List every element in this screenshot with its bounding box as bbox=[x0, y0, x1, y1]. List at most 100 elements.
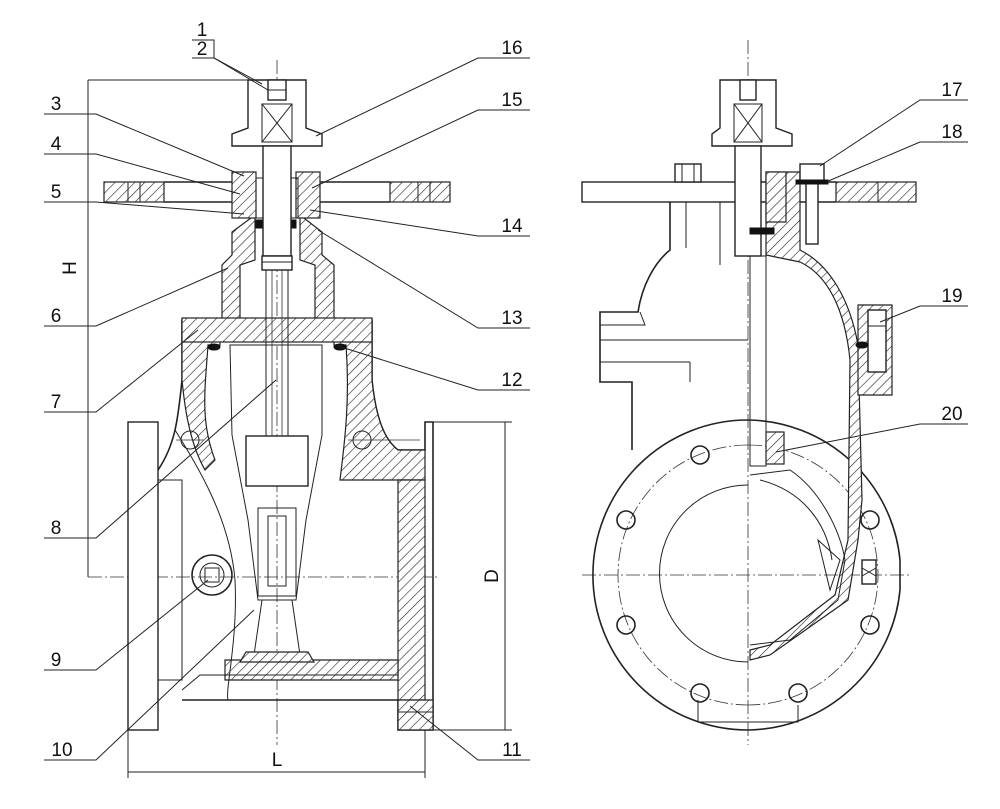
right-view-wedge-inner bbox=[759, 479, 833, 561]
right-view-stem-nut bbox=[765, 431, 785, 465]
callout-labels: 1 2 3 4 5 6 7 8 9 10 11 12 13 14 15 16 1… bbox=[51, 20, 963, 761]
leader-6 bbox=[44, 267, 229, 327]
leader-1 bbox=[192, 39, 263, 85]
body-inner-bottom bbox=[181, 674, 398, 691]
wedge-disc bbox=[229, 344, 323, 601]
dim-L-label: L bbox=[272, 750, 283, 771]
flange-bolt-7 bbox=[860, 510, 880, 530]
stem-collar bbox=[261, 255, 293, 271]
wedge-slot bbox=[257, 507, 297, 597]
leader-10 bbox=[44, 609, 255, 761]
right-view-handwheel-right bbox=[835, 181, 917, 203]
right-view-stem-upper bbox=[734, 145, 762, 257]
flange-bolt-3 bbox=[616, 615, 636, 635]
leader-16 bbox=[315, 57, 530, 137]
flange-bolt-1 bbox=[690, 445, 710, 465]
handwheel-right-rim bbox=[389, 181, 451, 203]
bore-left-half bbox=[659, 484, 749, 663]
leader-11 bbox=[409, 705, 530, 761]
right-view-gland bbox=[765, 171, 787, 223]
right-view-handwheel-left bbox=[581, 181, 749, 203]
callout-12: 12 bbox=[501, 370, 522, 391]
stem-nut bbox=[245, 435, 309, 487]
right-view-bonnet-outline bbox=[599, 200, 671, 450]
leader-12 bbox=[337, 345, 530, 391]
bonnet-gasket-left bbox=[207, 343, 221, 351]
left-section-view: H D L bbox=[60, 60, 512, 778]
leader-14 bbox=[309, 209, 530, 237]
callout-11: 11 bbox=[502, 740, 522, 761]
body-right-flange-wall bbox=[397, 479, 426, 701]
leader-9 bbox=[44, 579, 209, 671]
dim-D-label: D bbox=[482, 569, 503, 583]
right-view-packing bbox=[749, 227, 775, 235]
body-right-wall bbox=[333, 319, 426, 481]
bonnet-left-wall bbox=[182, 213, 256, 321]
leader-18 bbox=[825, 141, 968, 183]
flange-bolt-5 bbox=[788, 683, 808, 703]
right-half-section-view bbox=[581, 40, 917, 745]
callout-16: 16 bbox=[501, 38, 522, 59]
wedge-seal bbox=[238, 651, 316, 663]
wedge-slot-inner bbox=[267, 515, 287, 587]
callout-9: 9 bbox=[51, 650, 62, 671]
leader-20 bbox=[775, 423, 968, 453]
gland-left bbox=[231, 171, 257, 219]
callout-13: 13 bbox=[501, 308, 522, 329]
bypass-plug-inner bbox=[199, 562, 225, 588]
callout-19: 19 bbox=[941, 286, 962, 307]
callout-5: 5 bbox=[51, 182, 62, 203]
callout-3: 3 bbox=[51, 94, 62, 115]
leader-3 bbox=[44, 113, 245, 177]
left-end-flange bbox=[127, 421, 159, 731]
right-view-stem-lower bbox=[749, 255, 767, 467]
leader-5 bbox=[44, 201, 245, 215]
callout-10: 10 bbox=[51, 740, 72, 761]
bypass-plug-outer bbox=[191, 554, 233, 596]
cap-square-socket bbox=[261, 103, 293, 143]
bolt-circle-left bbox=[617, 444, 749, 706]
body-left-wall bbox=[181, 319, 221, 471]
bonnet-right-wall bbox=[299, 213, 372, 321]
operating-cap bbox=[231, 79, 323, 147]
stem-upper bbox=[262, 145, 292, 257]
callout-7: 7 bbox=[51, 392, 62, 413]
callout-6: 6 bbox=[51, 306, 62, 327]
right-view-wedge-rib bbox=[817, 538, 841, 592]
bonnet-bolt-washer bbox=[795, 179, 829, 185]
right-view-cap-socket bbox=[733, 103, 763, 143]
body-cavity-curve bbox=[174, 429, 236, 701]
bonnet-flange bbox=[181, 317, 373, 343]
right-view-lug-top bbox=[600, 311, 646, 326]
leader-lines bbox=[44, 39, 968, 761]
flange-bolt-4 bbox=[690, 683, 710, 703]
callout-15: 15 bbox=[501, 90, 522, 111]
leader-15 bbox=[311, 109, 530, 189]
callout-18: 18 bbox=[941, 122, 962, 143]
callout-2: 2 bbox=[197, 39, 208, 60]
right-socket-cross-b bbox=[733, 103, 763, 143]
left-flange-neck bbox=[157, 479, 183, 681]
leader-19 bbox=[879, 305, 968, 323]
leader-8 bbox=[44, 379, 277, 539]
flange-bolt-6 bbox=[860, 615, 880, 635]
bolt-circle-right bbox=[747, 444, 879, 706]
right-view-operating-cap bbox=[711, 79, 793, 147]
callout-4: 4 bbox=[51, 134, 62, 155]
callout-1: 1 bbox=[197, 20, 208, 41]
body-right-foot bbox=[397, 699, 434, 731]
callout-8: 8 bbox=[51, 518, 62, 539]
callout-17: 17 bbox=[941, 80, 962, 101]
right-view-body-section bbox=[749, 171, 863, 661]
body-bottom-wall bbox=[224, 659, 399, 681]
right-view-base bbox=[697, 700, 799, 723]
right-flange-left-half bbox=[592, 419, 749, 731]
dim-H-label: H bbox=[60, 261, 81, 275]
callout-14: 14 bbox=[501, 216, 523, 237]
leader-2 bbox=[192, 57, 269, 91]
right-flange-right-half bbox=[747, 419, 901, 731]
body-screw bbox=[867, 309, 887, 373]
bypass-plug-square bbox=[204, 567, 220, 583]
